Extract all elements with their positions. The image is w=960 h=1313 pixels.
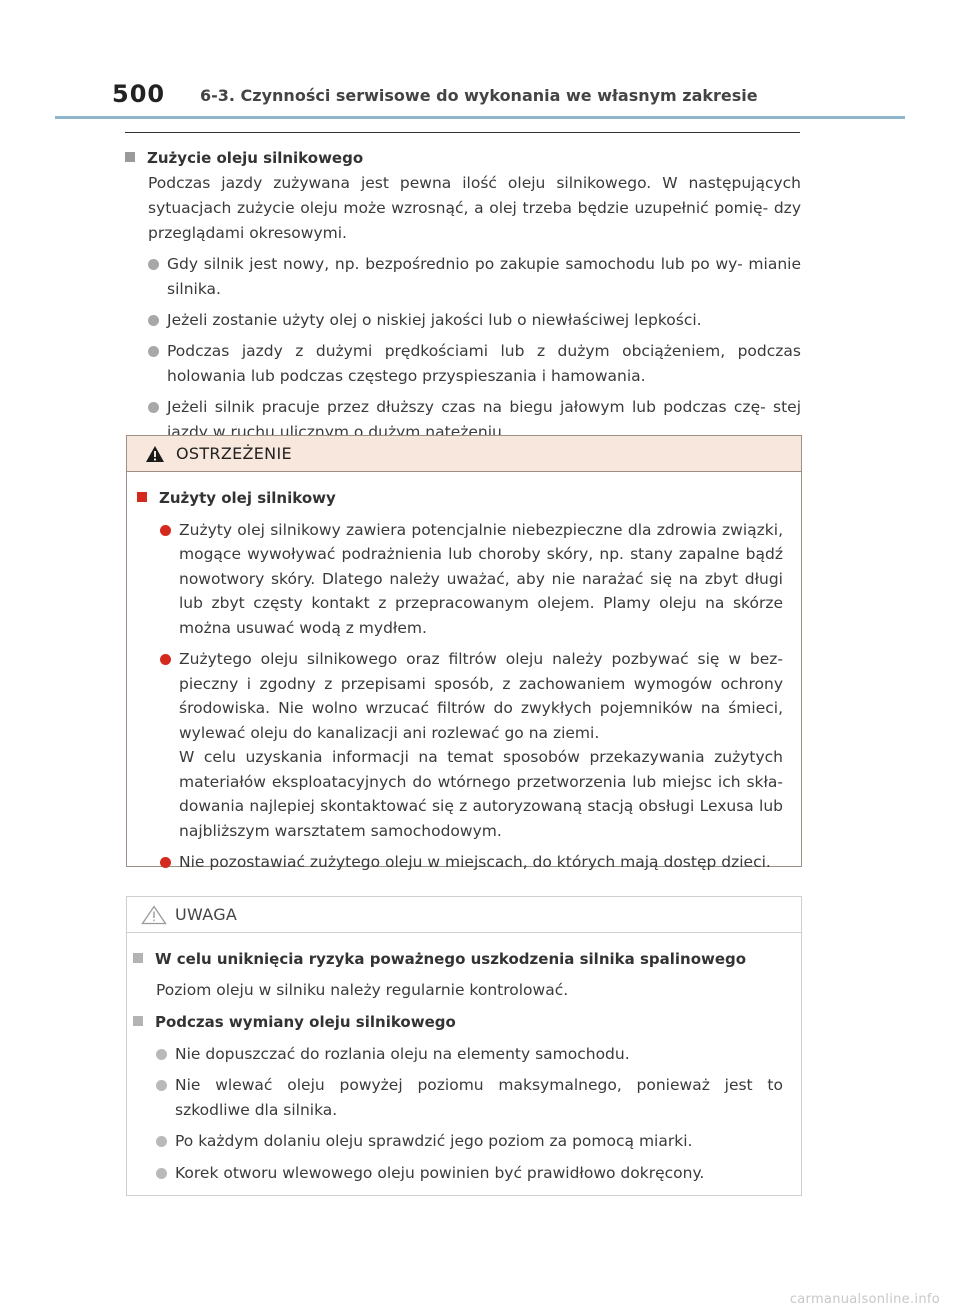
circle-bullet-icon	[148, 402, 159, 413]
warning-header: OSTRZEŻENIE	[127, 436, 801, 472]
notice-body: W celu uniknięcia ryzyka poważnego uszko…	[127, 933, 801, 1185]
list-item: Nie dopuszczać do rozlania oleju na elem…	[133, 1042, 783, 1067]
caution-triangle-icon	[141, 905, 167, 929]
warning-heading-row: Zużyty olej silnikowy	[137, 486, 783, 511]
warning-body: Zużyty olej silnikowy Zużyty olej silnik…	[127, 472, 801, 875]
list-item-text: Podczas jazdy z dużymi prędkościami lub …	[167, 342, 801, 385]
notice-heading: W celu uniknięcia ryzyka poważnego uszko…	[155, 950, 747, 968]
square-bullet-icon	[125, 152, 135, 162]
notice-paragraph: Poziom oleju w silniku należy regularnie…	[156, 980, 569, 999]
list-item: Gdy silnik jest nowy, np. bezpośrednio p…	[125, 252, 801, 302]
circle-bullet-icon	[160, 654, 171, 665]
list-item: Jeżeli zostanie użyty olej o niskiej jak…	[125, 308, 801, 333]
warning-triangle-icon	[145, 445, 165, 467]
square-bullet-icon	[133, 953, 143, 963]
intro-paragraph: Podczas jazdy zużywana jest pewna ilość …	[148, 174, 801, 242]
list-item-text: Zużyty olej silnikowy zawiera potencjaln…	[179, 520, 783, 637]
notice-heading: Podczas wymiany oleju silnikowego	[155, 1013, 456, 1031]
square-bullet-icon	[133, 1016, 143, 1026]
notice-heading-row: Podczas wymiany oleju silnikowego	[133, 1010, 783, 1035]
list-item-text: Jeżeli zostanie użyty olej o niskiej jak…	[167, 311, 702, 329]
warning-label: OSTRZEŻENIE	[176, 444, 292, 463]
circle-bullet-icon	[156, 1136, 167, 1147]
section-title: 6-3. Czynności serwisowe do wykonania we…	[200, 86, 758, 105]
notice-box: UWAGA W celu uniknięcia ryzyka poważnego…	[126, 896, 802, 1196]
circle-bullet-icon	[156, 1048, 167, 1060]
list-item: Zużytego oleju silnikowego oraz filtrów …	[137, 647, 783, 843]
list-item: Po każdym dolaniu oleju sprawdzić jego p…	[133, 1129, 783, 1154]
header-rule	[55, 116, 905, 119]
circle-bullet-icon	[160, 857, 171, 868]
circle-bullet-icon	[148, 346, 159, 357]
circle-bullet-icon	[148, 315, 159, 326]
list-item-text: Gdy silnik jest nowy, np. bezpośrednio p…	[167, 255, 801, 298]
list-item-text-part: Zużytego oleju silnikowego oraz filtrów …	[179, 650, 783, 742]
circle-bullet-icon	[156, 1167, 167, 1179]
notice-label: UWAGA	[175, 905, 238, 924]
list-item: Nie pozostawiać zużytego oleju w miejsca…	[137, 850, 783, 875]
intro-section: Zużycie oleju silnikowego Podczas jazdy …	[125, 146, 801, 445]
list-item-text: Nie pozostawiać zużytego oleju w miejsca…	[179, 853, 771, 871]
list-item: Podczas jazdy z dużymi prędkościami lub …	[125, 339, 801, 389]
intro-heading-row: Zużycie oleju silnikowego	[125, 146, 801, 171]
list-item-text: Korek otworu wlewowego oleju powinien by…	[175, 1163, 705, 1182]
watermark: carmanualsonline.info	[789, 1292, 940, 1307]
warning-box: OSTRZEŻENIE Zużyty olej silnikowy Zużyty…	[126, 435, 802, 871]
content-top-rule	[125, 132, 800, 133]
list-item-text: Zużytego oleju silnikowego oraz filtrów …	[179, 647, 783, 843]
list-item: Nie wlewać oleju powyżej poziomu maksyma…	[133, 1073, 783, 1122]
warning-heading: Zużyty olej silnikowy	[159, 489, 336, 507]
page-number: 500	[112, 80, 166, 108]
list-item: Zużyty olej silnikowy zawiera potencjaln…	[137, 518, 783, 641]
list-item-text: Nie wlewać oleju powyżej poziomu maksyma…	[175, 1076, 783, 1119]
square-bullet-icon	[137, 492, 147, 502]
notice-heading-row: W celu uniknięcia ryzyka poważnego uszko…	[133, 947, 783, 972]
circle-bullet-icon	[156, 1080, 167, 1091]
page-header: 500 6-3. Czynności serwisowe do wykonani…	[0, 0, 960, 119]
list-item-continuation: W celu uzyskania informacji na temat spo…	[179, 748, 783, 840]
list-item: Korek otworu wlewowego oleju powinien by…	[133, 1161, 783, 1186]
circle-bullet-icon	[160, 524, 171, 536]
intro-heading: Zużycie oleju silnikowego	[147, 149, 364, 167]
notice-header: UWAGA	[127, 897, 801, 933]
circle-bullet-icon	[148, 259, 159, 270]
list-item-text: Po każdym dolaniu oleju sprawdzić jego p…	[175, 1132, 693, 1150]
list-item-text: Nie dopuszczać do rozlania oleju na elem…	[175, 1044, 630, 1063]
